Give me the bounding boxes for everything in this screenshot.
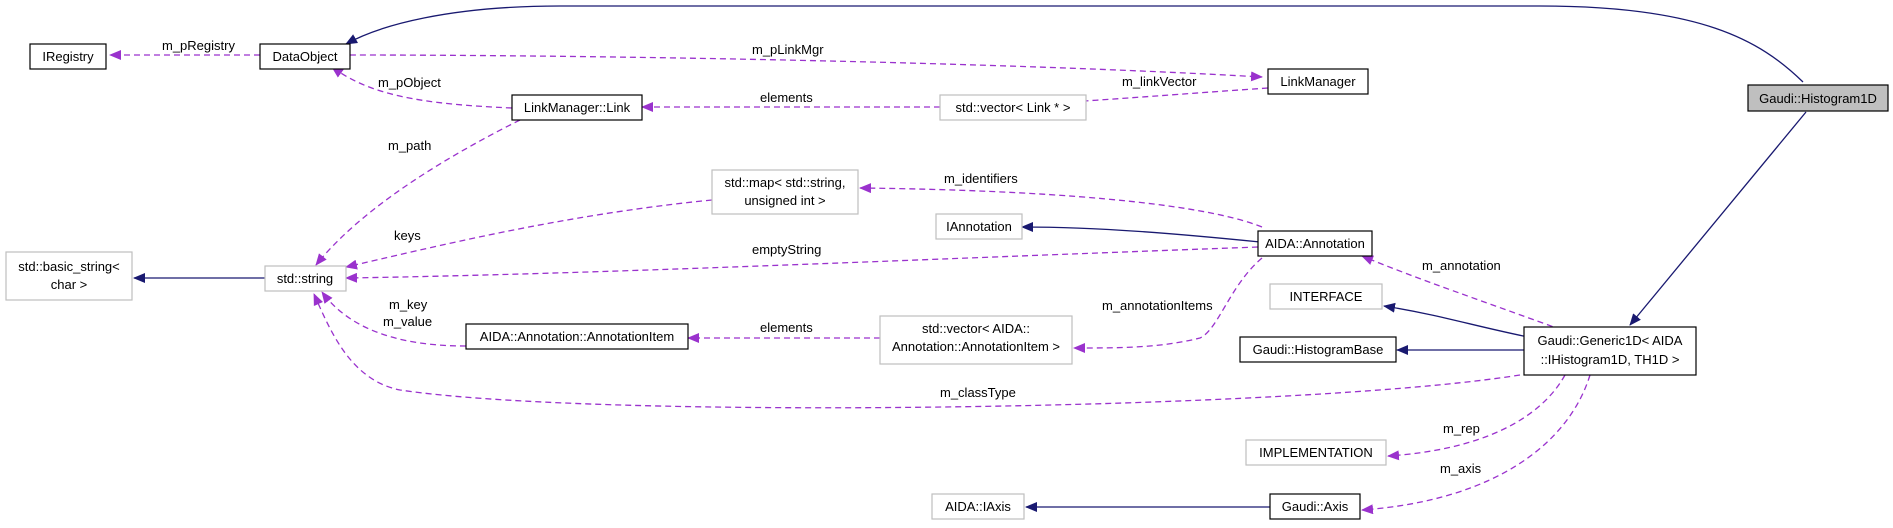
edge-link-to-stdstring	[315, 119, 521, 266]
edge-map-to-stdstring	[345, 199, 713, 270]
node-label: std::string	[277, 271, 333, 286]
label-m-classtype: m_classType	[940, 385, 1016, 400]
label-m-value: m_value	[383, 314, 432, 329]
node-label: LinkManager	[1280, 74, 1356, 89]
node-label: Gaudi::Axis	[1282, 499, 1349, 514]
edge-generic1d-to-implementation	[1387, 374, 1566, 461]
node-label: INTERFACE	[1290, 289, 1363, 304]
node-std-string[interactable]: std::string	[264, 265, 347, 292]
node-gaudi-histogrambase[interactable]: Gaudi::HistogramBase	[1239, 336, 1397, 363]
label-m-axis: m_axis	[1440, 461, 1482, 476]
node-iannotation[interactable]: IAnnotation	[935, 213, 1023, 240]
node-dataobject[interactable]: DataObject	[259, 43, 351, 70]
node-label: std::vector< Link * >	[956, 100, 1071, 115]
label-m-path: m_path	[388, 138, 431, 153]
edge-histogram1d-to-dataobject	[345, 5, 1804, 83]
node-label-line-2: Annotation::AnnotationItem >	[892, 339, 1060, 354]
label-m-identifiers: m_identifiers	[944, 171, 1018, 186]
node-label-line-1: std::map< std::string,	[724, 175, 845, 190]
node-label-line-2: ::IHistogram1D, TH1D >	[1541, 352, 1680, 367]
node-implementation[interactable]: IMPLEMENTATION	[1245, 439, 1387, 466]
node-label: AIDA::Annotation::AnnotationItem	[480, 329, 674, 344]
edge-generic1d-to-annotation	[1361, 255, 1563, 331]
node-iregistry[interactable]: IRegistry	[29, 43, 107, 70]
edge-generic1d-to-axis	[1361, 374, 1591, 515]
edge-annotation-to-map	[859, 183, 1263, 228]
node-annotation-item[interactable]: AIDA::Annotation::AnnotationItem	[465, 323, 689, 350]
node-aida-iaxis[interactable]: AIDA::IAxis	[931, 493, 1025, 520]
node-label: IAnnotation	[946, 219, 1012, 234]
node-label-line-1: Gaudi::Generic1D< AIDA	[1538, 333, 1683, 348]
node-label: AIDA::IAxis	[945, 499, 1011, 514]
label-m-key: m_key	[389, 297, 428, 312]
node-label: IRegistry	[42, 49, 94, 64]
label-m-plinkmgr: m_pLinkMgr	[752, 42, 824, 57]
node-label: Gaudi::Histogram1D	[1759, 91, 1877, 106]
node-linkmanager[interactable]: LinkManager	[1267, 68, 1369, 95]
node-label-line-1: std::basic_string<	[18, 259, 120, 274]
node-label: DataObject	[272, 49, 337, 64]
node-gaudi-axis[interactable]: Gaudi::Axis	[1269, 493, 1361, 520]
label-m-rep: m_rep	[1443, 421, 1480, 436]
label-elements-item: elements	[760, 320, 813, 335]
node-gaudi-generic1d[interactable]: Gaudi::Generic1D< AIDA ::IHistogram1D, T…	[1523, 326, 1697, 376]
edge-annotation-to-vectoritem	[1073, 257, 1263, 353]
edge-generic1d-to-interface	[1383, 302, 1529, 338]
label-m-linkvector: m_linkVector	[1122, 74, 1197, 89]
node-linkmanager-link[interactable]: LinkManager::Link	[511, 94, 643, 121]
edge-dataobject-to-linkmanager	[349, 54, 1263, 82]
label-m-annotationitems: m_annotationItems	[1102, 298, 1213, 313]
node-label-line-2: unsigned int >	[744, 193, 825, 208]
node-label: Gaudi::HistogramBase	[1253, 342, 1384, 357]
node-std-map[interactable]: std::map< std::string, unsigned int >	[711, 169, 859, 215]
node-std-basic-string[interactable]: std::basic_string< char >	[5, 251, 133, 301]
node-vector-link[interactable]: std::vector< Link * >	[939, 94, 1087, 121]
edge-generic1d-to-stdstring	[313, 293, 1521, 409]
node-aida-annotation[interactable]: AIDA::Annotation	[1257, 230, 1373, 257]
label-keys: keys	[394, 228, 421, 243]
label-m-annotation: m_annotation	[1422, 258, 1501, 273]
node-label: AIDA::Annotation	[1265, 236, 1365, 251]
label-elements-link: elements	[760, 90, 813, 105]
node-vector-annotation-item[interactable]: std::vector< AIDA:: Annotation::Annotati…	[879, 315, 1073, 365]
node-label-line-2: char >	[51, 277, 88, 292]
edge-annotationitem-to-stdstring	[321, 291, 467, 347]
edge-annotation-to-iannotation	[1021, 222, 1261, 243]
node-label-line-1: std::vector< AIDA::	[922, 321, 1030, 336]
edge-annotation-to-stdstring	[345, 246, 1259, 283]
label-emptystring: emptyString	[752, 242, 821, 257]
label-m-pobject: m_pObject	[378, 75, 441, 90]
edge-link-to-dataobject	[331, 66, 513, 109]
node-interface[interactable]: INTERFACE	[1269, 283, 1383, 310]
edge-histogram1d-to-generic1d	[1629, 111, 1807, 326]
label-m-pregistry: m_pRegistry	[162, 38, 235, 53]
node-gaudi-histogram1d[interactable]: Gaudi::Histogram1D	[1747, 84, 1889, 112]
node-label: LinkManager::Link	[524, 100, 631, 115]
node-label: IMPLEMENTATION	[1259, 445, 1373, 460]
